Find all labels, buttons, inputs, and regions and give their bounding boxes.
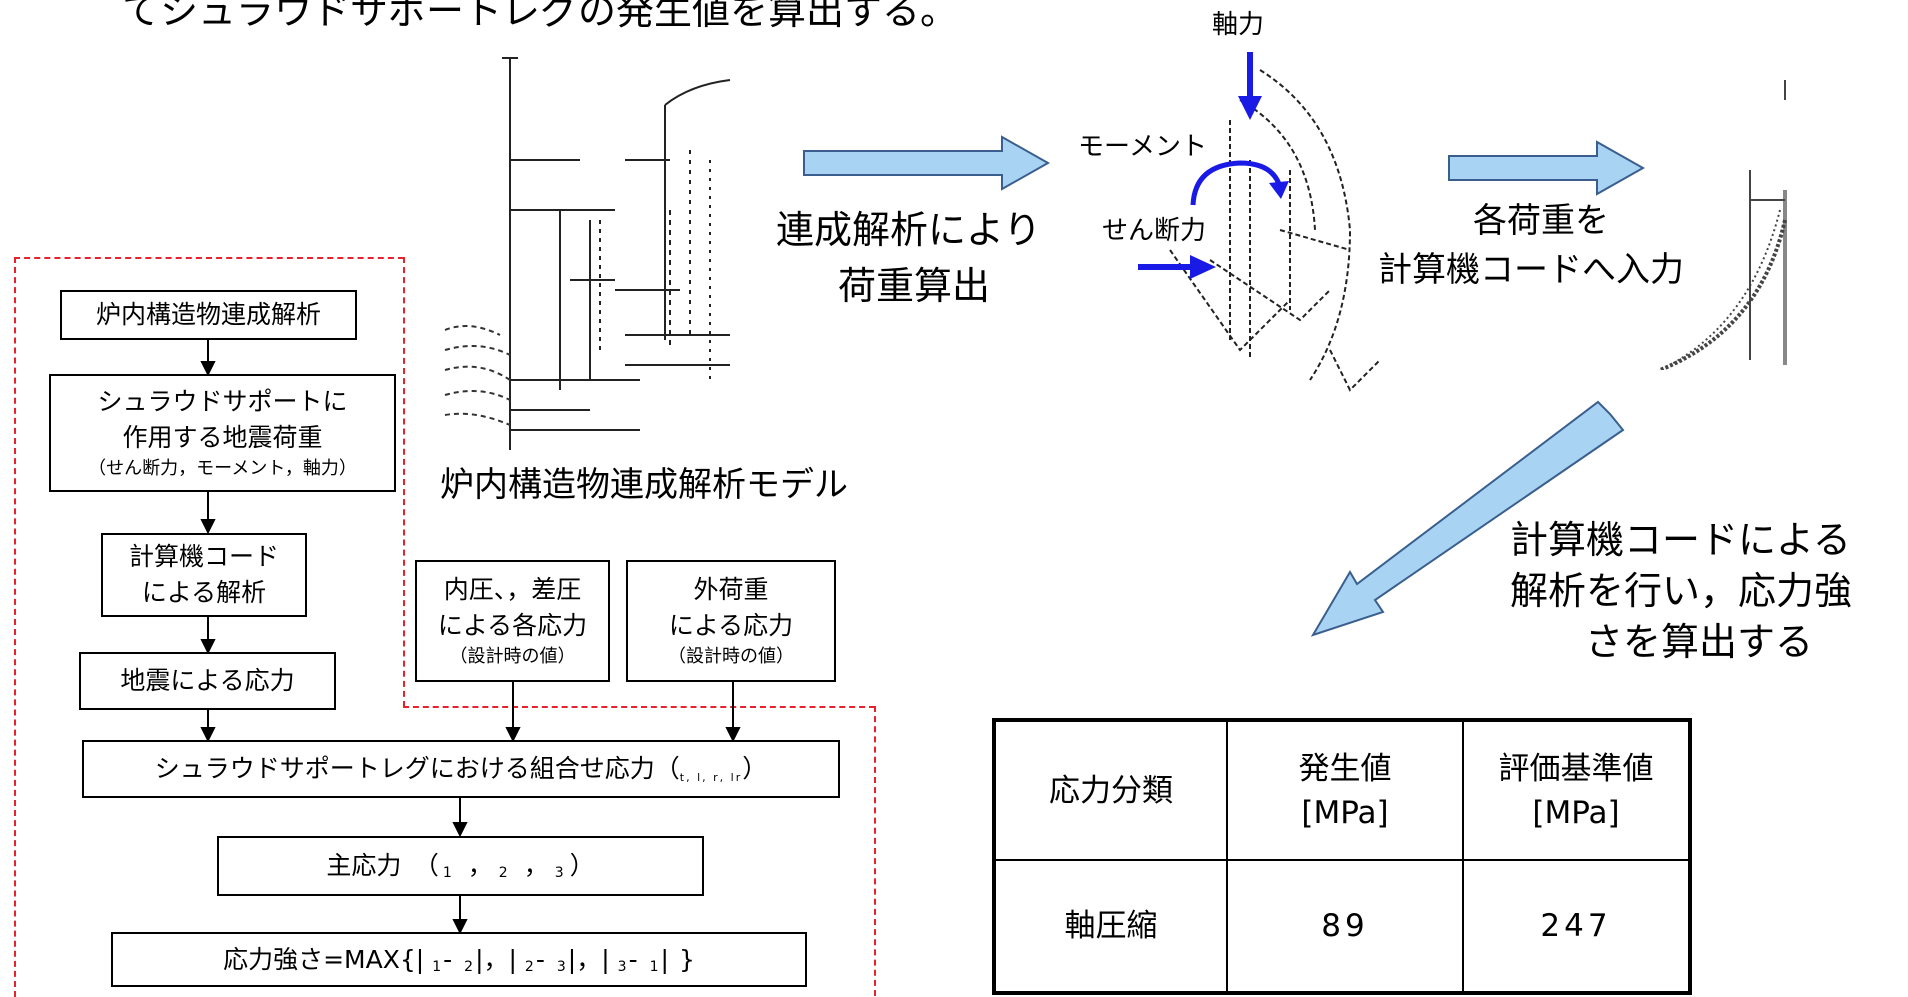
flow-box-code-analysis: 計算機コード による解析 (101, 533, 307, 617)
flow-box-seismic-stress: 地震による応力 (79, 652, 336, 710)
flow-box-principal-stress: 主応力 （ 1， 2， 3 ） (217, 836, 704, 896)
dashed-outline-mid (403, 706, 875, 708)
flow-box-external-load-stress: 外荷重 による応力 （設計時の値） (626, 560, 836, 682)
header-generated-value: 発生値[MPa] (1226, 719, 1464, 861)
moment-arrow (1190, 160, 1289, 206)
header-text: てシュラウドサポートレグの発生値を算出する。 (122, 0, 959, 33)
arrow1-line2: 荷重算出 (838, 264, 991, 308)
arrow2-line1: 各荷重を (1473, 201, 1609, 241)
header-stress-class: 応力分類 (993, 719, 1228, 861)
arrow3-line3: さを算出する (1585, 620, 1814, 664)
flow-box-seismic-load: シュラウドサポートに 作用する地震荷重 （せん断力，モーメント，軸力） (49, 374, 396, 492)
flow-box-combined-stress: シュラウドサポートレグにおける組合せ応力（ t, l, r, lr ） (82, 740, 840, 798)
arrow-right-1 (803, 135, 1051, 191)
shear-force-arrow (1138, 255, 1216, 279)
flow-box-stress-intensity: 応力強さ=MAX{| 1- 2|，| 2- 3|，| 3- 1| } (111, 932, 807, 987)
cell-generated-value: 89 (1226, 859, 1464, 994)
arrow-right-2 (1448, 140, 1646, 196)
shear-force-label: せん断力 (1102, 216, 1207, 246)
arrow-diagonal (1310, 400, 1625, 637)
arrow2-line2: 計算機コードへ入力 (1378, 250, 1684, 290)
flow-connectors (200, 337, 741, 935)
results-table: 応力分類 発生値[MPa] 評価基準値[MPa] 軸圧縮 89 247 (992, 718, 1692, 995)
axial-force-label: 軸力 (1212, 10, 1265, 40)
arrow3-line1: 計算機コードによる (1510, 518, 1851, 562)
dashed-outline-inner-right (403, 257, 405, 707)
support-leg-drawing (1659, 80, 1787, 370)
flow-box-pressure-stress: 内圧、，差圧 による各応力 （設計時の値） (415, 560, 610, 682)
cell-allowable-value: 247 (1462, 859, 1691, 994)
arrow1-line1: 連成解析により (776, 208, 1042, 252)
dashed-outline-left (14, 257, 16, 997)
moment-label: モーメント (1078, 132, 1207, 162)
cell-stress-class: 軸圧縮 (993, 859, 1228, 994)
axial-force-arrow (1238, 52, 1262, 120)
dashed-outline-top (14, 257, 404, 259)
shroud-support-drawing (1169, 69, 1381, 392)
dashed-outline-right (874, 706, 876, 996)
reactor-model-drawing (444, 57, 731, 450)
header-allowable-value: 評価基準値[MPa] (1462, 719, 1691, 861)
flow-box-coupled-analysis: 炉内構造物連成解析 (60, 290, 357, 340)
model-caption: 炉内構造物連成解析モデル (440, 465, 848, 505)
arrow3-line2: 解析を行い，応力強 (1510, 569, 1853, 613)
table-header-row: 応力分類 発生値[MPa] 評価基準値[MPa] (993, 719, 1691, 861)
table-row: 軸圧縮 89 247 (993, 859, 1691, 994)
